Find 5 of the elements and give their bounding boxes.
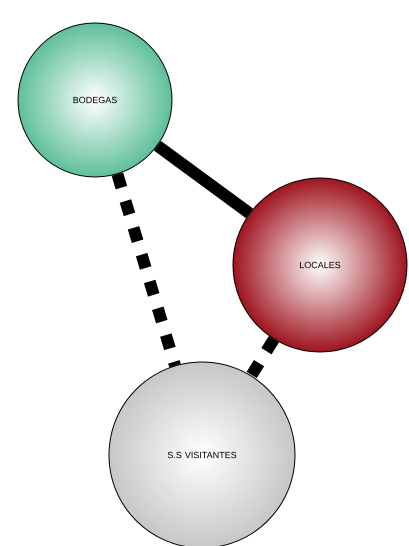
connector-line [246, 336, 279, 379]
circle-node: BODEGAS [18, 22, 172, 178]
connector-line [112, 172, 181, 368]
connector-line [154, 140, 253, 218]
circle-node: LOCALES [232, 178, 408, 352]
